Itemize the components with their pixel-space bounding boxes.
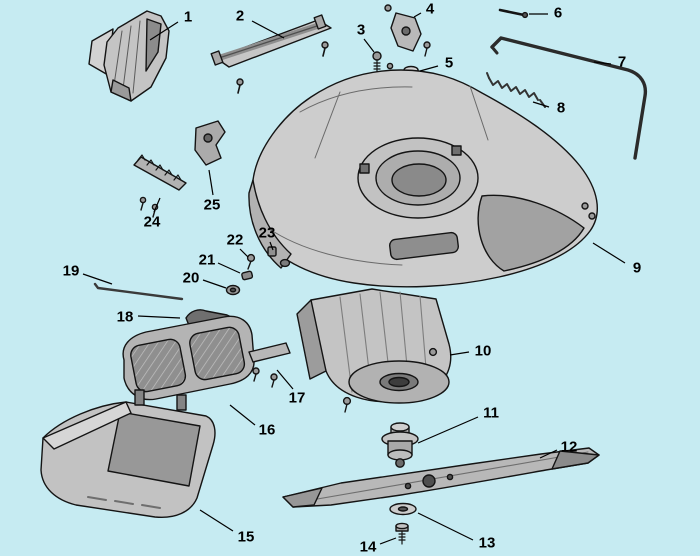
- part-4-mounting-bracket: [384, 4, 431, 57]
- part-24-toothed-rack: [133, 154, 187, 218]
- leader-line-9: [592, 242, 626, 264]
- part-19-link-rod: [93, 282, 184, 301]
- part-13-washer: [389, 502, 417, 516]
- leader-line-16: [229, 404, 256, 426]
- part-2-roller-bar: [210, 14, 332, 94]
- leader-line-15: [199, 509, 234, 532]
- leader-line-22: [239, 248, 249, 258]
- leader-line-11: [417, 416, 479, 444]
- part-7-handle-rod: [490, 36, 648, 160]
- part-10-belt-cover: [296, 288, 452, 413]
- leader-line-10: [449, 351, 470, 356]
- part-23-fasteners: [267, 246, 291, 268]
- leader-line-14: [379, 537, 397, 545]
- part-6-pin: [498, 8, 529, 19]
- part-15-discharge-chute: [40, 389, 216, 519]
- part-14-blade-bolt: [395, 522, 409, 545]
- leader-lines: [82, 12, 626, 545]
- leader-line-25: [208, 169, 214, 196]
- leader-line-2: [251, 20, 285, 39]
- leader-line-5: [419, 65, 439, 72]
- leader-line-4: [413, 12, 422, 18]
- part-16-mulch-door: [122, 315, 255, 401]
- part-25-bracket: [194, 120, 226, 166]
- leader-line-21: [217, 262, 241, 274]
- part-12-blade: [282, 447, 600, 508]
- leader-line-13: [417, 512, 474, 541]
- leader-line-17: [276, 369, 294, 390]
- leader-line-3: [363, 38, 375, 53]
- leader-line-7: [593, 61, 612, 65]
- part-22-fastener: [246, 253, 256, 270]
- leader-line-19: [82, 273, 113, 285]
- leader-line-18: [137, 315, 181, 319]
- part-17-bracket: [248, 342, 291, 388]
- leader-line-8: [532, 101, 550, 108]
- leader-line-12: [539, 449, 558, 459]
- leader-line-24: [153, 197, 161, 213]
- leader-line-23: [269, 241, 274, 251]
- part-9-mower-deck: [248, 69, 598, 288]
- leader-line-20: [202, 279, 227, 289]
- part-20-bushing: [225, 284, 241, 296]
- part-1-deflector-bracket: [88, 10, 170, 102]
- part-21-clip: [241, 270, 254, 281]
- part-11-blade-adapter: [381, 422, 419, 468]
- leader-line-1: [149, 21, 179, 41]
